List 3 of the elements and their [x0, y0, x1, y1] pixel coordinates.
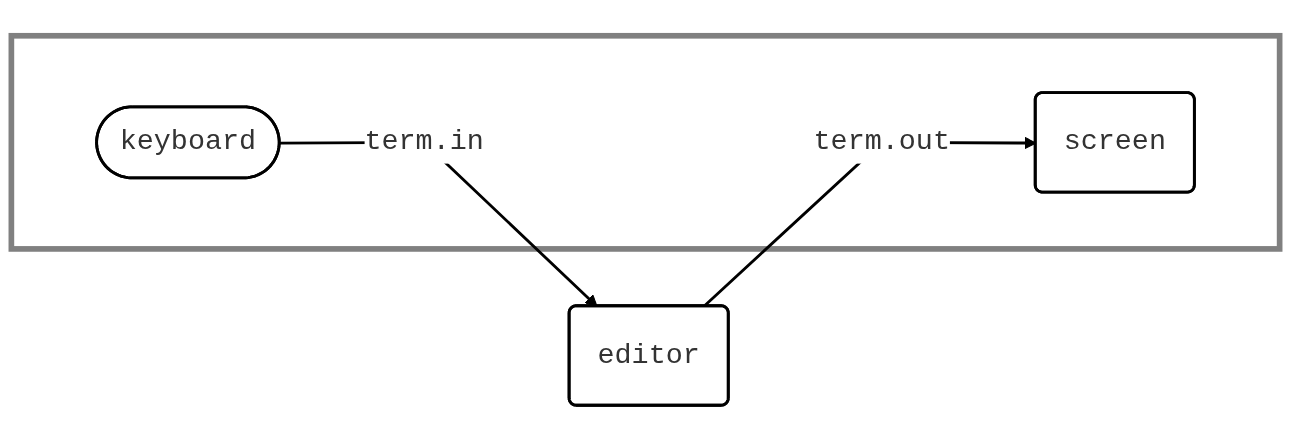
edge-label: term.in	[364, 125, 484, 158]
edge-label: term.out	[813, 125, 950, 158]
cluster	[8, 32, 1283, 252]
